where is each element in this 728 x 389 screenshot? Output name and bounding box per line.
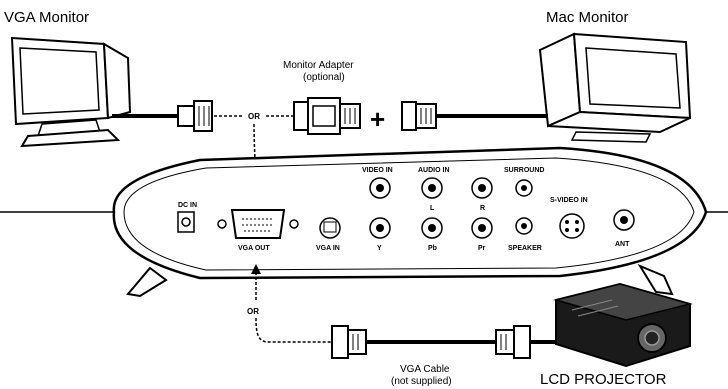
- ant-label: ANT: [615, 241, 630, 248]
- vga-cable-sublabel: (not supplied): [391, 376, 452, 387]
- audio-r-label: R: [480, 205, 485, 212]
- mac-monitor-label: Mac Monitor: [546, 9, 629, 26]
- lcd-projector-illustration: [553, 282, 693, 368]
- adapter-sublabel: (optional): [303, 72, 345, 83]
- top-cable: [112, 100, 294, 132]
- vga-out-label: VGA OUT: [238, 245, 270, 252]
- audio-in-label: AUDIO IN: [418, 167, 450, 174]
- audio-in-left-jack: [421, 177, 443, 199]
- vga-monitor-label: VGA Monitor: [4, 9, 89, 26]
- vga-in-port: [319, 217, 341, 239]
- adapter-label: Monitor Adapter: [283, 60, 354, 71]
- mac-cable: [401, 101, 548, 131]
- monitor-adapter-illustration: [293, 97, 361, 135]
- pr-jack: [471, 217, 493, 239]
- connection-arrow-up: [251, 264, 336, 343]
- antenna-jack: [613, 209, 635, 231]
- video-in-jack: [369, 177, 391, 199]
- pb-label: Pb: [428, 245, 437, 252]
- vga-cable-illustration: [331, 325, 560, 359]
- lcd-projector-label: LCD PROJECTOR: [540, 371, 667, 388]
- vga-in-label: VGA IN: [316, 245, 340, 252]
- surround-label: SURROUND: [504, 167, 544, 174]
- pb-jack: [421, 217, 443, 239]
- or-label-bottom: OR: [247, 307, 259, 316]
- pr-label: Pr: [478, 245, 486, 252]
- surround-jack: [515, 179, 533, 197]
- video-in-label: VIDEO IN: [362, 167, 393, 174]
- vga-cable-label: VGA Cable: [400, 364, 450, 375]
- vga-out-port: [217, 209, 299, 239]
- s-video-in-label: S-VIDEO IN: [550, 197, 588, 204]
- vga-monitor-illustration: [10, 36, 132, 148]
- dc-in-label: DC IN: [178, 202, 197, 209]
- audio-in-right-jack: [471, 177, 493, 199]
- speaker-jack: [515, 217, 533, 235]
- or-label-top: OR: [248, 112, 260, 121]
- y-jack: [369, 217, 391, 239]
- audio-l-label: L: [430, 205, 435, 212]
- s-video-in-jack: [559, 213, 585, 239]
- dc-in-port: [177, 211, 195, 233]
- y-label: Y: [377, 245, 382, 252]
- mac-monitor-illustration: [538, 32, 692, 143]
- device-panel: [0, 146, 728, 298]
- speaker-label: SPEAKER: [508, 245, 542, 252]
- plus-sign: +: [370, 104, 385, 134]
